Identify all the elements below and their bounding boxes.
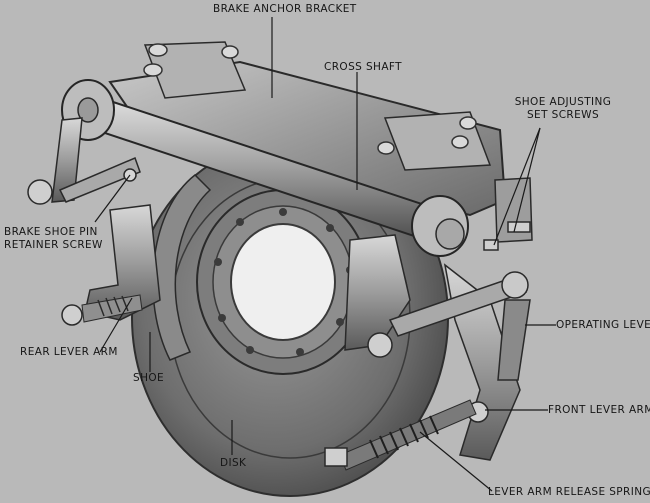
shoe-adjusting-set-screws-part	[483, 177, 533, 251]
leader-rear-lever-arm	[99, 297, 133, 353]
label-brake-shoe-pin-line1: BRAKE SHOE PIN	[4, 226, 98, 238]
left-linkage-part	[27, 117, 141, 205]
leader-shoe-adjusting-1	[513, 127, 541, 233]
lever-arm-release-spring-part	[324, 399, 477, 471]
label-cross-shaft: CROSS SHAFT	[324, 61, 402, 73]
label-brake-shoe-pin-line2: RETAINER SCREW	[4, 239, 103, 251]
label-front-lever-arm: FRONT LEVER ARM	[548, 404, 650, 416]
label-disk: DISK	[220, 457, 247, 469]
label-brake-anchor-bracket: BRAKE ANCHOR BRACKET	[213, 3, 357, 15]
leader-shoe-adjusting-2	[493, 127, 541, 246]
label-lever-arm-release-spring: LEVER ARM RELEASE SPRING	[488, 486, 650, 498]
label-brake-shoe-pin-retainer-screw: BRAKE SHOE PIN RETAINER SCREW	[4, 226, 103, 252]
label-operating-lever: OPERATING LEVER	[556, 319, 650, 331]
hub-part	[196, 189, 370, 375]
label-rear-lever-arm: REAR LEVER ARM	[20, 346, 118, 358]
label-shoe-adjusting-line1: SHOE ADJUSTING	[514, 96, 612, 108]
operating-lever-part	[388, 271, 531, 381]
label-shoe: SHOE	[133, 372, 165, 384]
leader-lever-arm-release-spring	[419, 431, 493, 492]
leader-brake-shoe-pin	[94, 174, 131, 223]
rear-lever-arm-part	[61, 204, 161, 326]
cross-shaft-part	[61, 79, 469, 257]
callout-leader-lines	[94, 17, 556, 492]
shoe-part	[152, 174, 212, 361]
label-shoe-adjusting-line2: SET SCREWS	[526, 109, 600, 121]
label-shoe-adjusting-set-screws: SHOE ADJUSTING SET SCREWS	[500, 96, 626, 122]
